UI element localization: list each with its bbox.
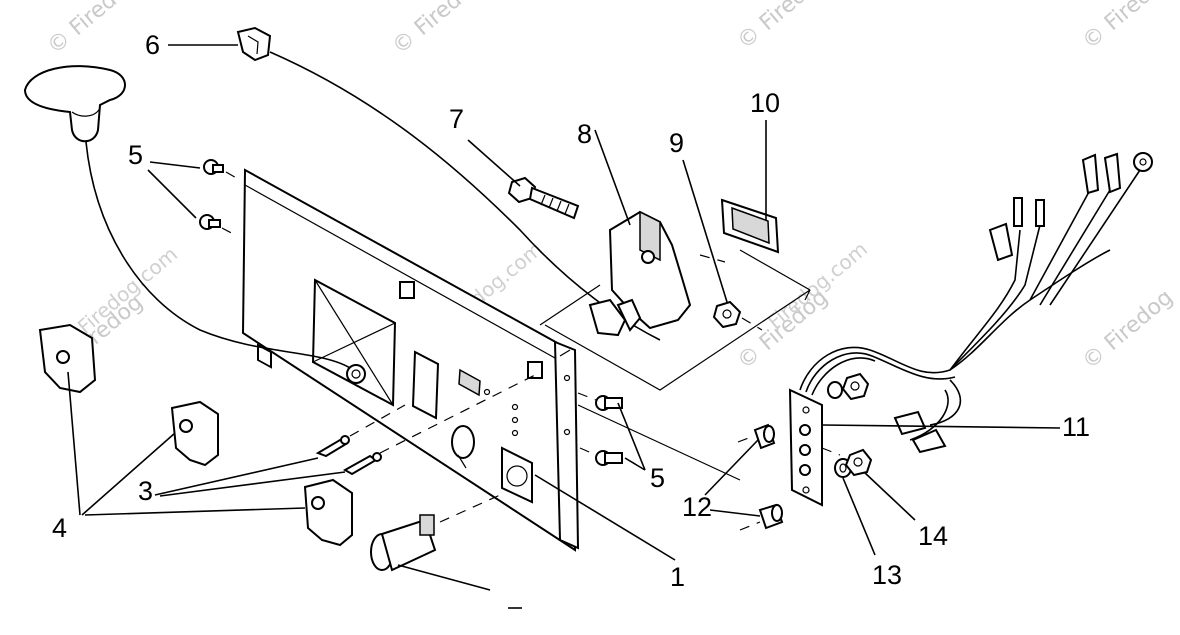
callout-1: 1 (670, 562, 685, 592)
lens-part-10 (720, 120, 811, 301)
terminal-strip-part-11 (788, 152, 1153, 507)
callout-13: 13 (872, 560, 902, 590)
callout-4: 4 (52, 513, 67, 543)
callout-5-right: 5 (650, 463, 665, 493)
bracket-lines (544, 254, 811, 391)
panel-part-1 (241, 168, 580, 552)
callout-9: 9 (669, 128, 684, 158)
nut-part-9 (682, 159, 763, 331)
screws-part-5-left (199, 159, 241, 237)
callout-12: 12 (682, 492, 712, 522)
pins-part-3 (315, 374, 536, 476)
watermark: Firedog.com (763, 237, 872, 334)
watermark: © Firedog (1078, 0, 1178, 55)
clips-part-4 (38, 323, 353, 547)
leader-lines (67, 44, 676, 561)
watermark: © Firedog (1078, 285, 1178, 375)
nut-part-14 (821, 447, 916, 521)
callout-3: 3 (138, 476, 153, 506)
watermark: © Firedog (733, 0, 833, 55)
callout-11: 11 (1062, 412, 1090, 442)
callout-7: 7 (449, 104, 464, 134)
screws-part-5-right (577, 392, 623, 466)
callout-14: 14 (918, 521, 948, 551)
callout-labels: 6 5 7 8 9 10 11 3 4 5 12 14 13 1 (52, 30, 1090, 592)
knob-assembly (23, 65, 351, 369)
watermark: © Firedog (388, 0, 488, 60)
bolt-part-7 (467, 139, 580, 220)
push-button (370, 494, 501, 591)
callout-5-left: 5 (128, 140, 143, 170)
callout-8: 8 (577, 119, 592, 149)
spacers-part-12 (577, 404, 784, 531)
switch-part-8 (539, 129, 692, 337)
callout-6: 6 (145, 30, 160, 60)
callout-10: 10 (750, 88, 780, 118)
watermark: © Firedog (43, 0, 143, 60)
